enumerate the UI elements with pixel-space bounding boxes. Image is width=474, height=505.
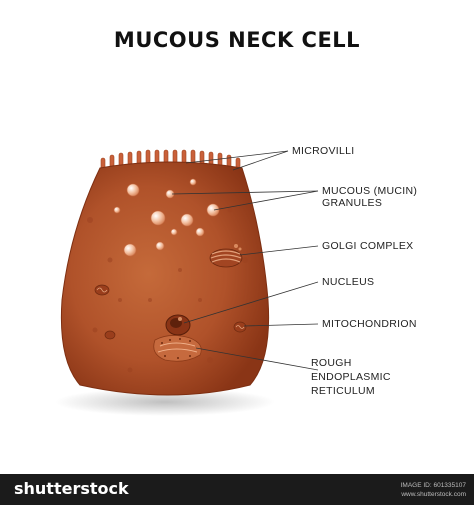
image-id-block: IMAGE ID: 601335107 www.shutterstock.com <box>401 481 466 499</box>
cell-shadow <box>55 388 275 416</box>
nucleus <box>165 314 191 336</box>
label-rough-er: ROUGH ENDOPLASMIC RETICULUM <box>311 356 391 398</box>
label-microvilli: MICROVILLI <box>292 145 355 157</box>
golgi-complex <box>209 244 243 268</box>
site-url-text: www.shutterstock.com <box>401 491 466 498</box>
rough-er <box>153 335 202 362</box>
mucous-granules <box>113 178 220 257</box>
label-rough-er-line1: ROUGH <box>311 357 352 369</box>
label-rough-er-line2: ENDOPLASMIC <box>311 371 391 383</box>
label-nucleus: NUCLEUS <box>322 276 375 288</box>
label-rough-er-line3: RETICULUM <box>311 385 375 397</box>
leader-lines <box>171 150 319 371</box>
image-id-text: IMAGE ID: 601335107 <box>400 482 466 489</box>
label-mucous-granules: MUCOUS (MUCIN) GRANULES <box>322 185 418 209</box>
footer-bar: shutterstock IMAGE ID: 601335107 www.shu… <box>0 474 474 505</box>
mitochondria <box>94 284 247 340</box>
page-title: MUCOUS NECK CELL <box>113 28 361 52</box>
cytoplasm-dots <box>87 207 248 373</box>
brand-logo: shutterstock <box>14 479 129 498</box>
label-golgi-complex: GOLGI COMPLEX <box>322 240 414 252</box>
label-mitochondrion: MITOCHONDRION <box>322 318 417 330</box>
